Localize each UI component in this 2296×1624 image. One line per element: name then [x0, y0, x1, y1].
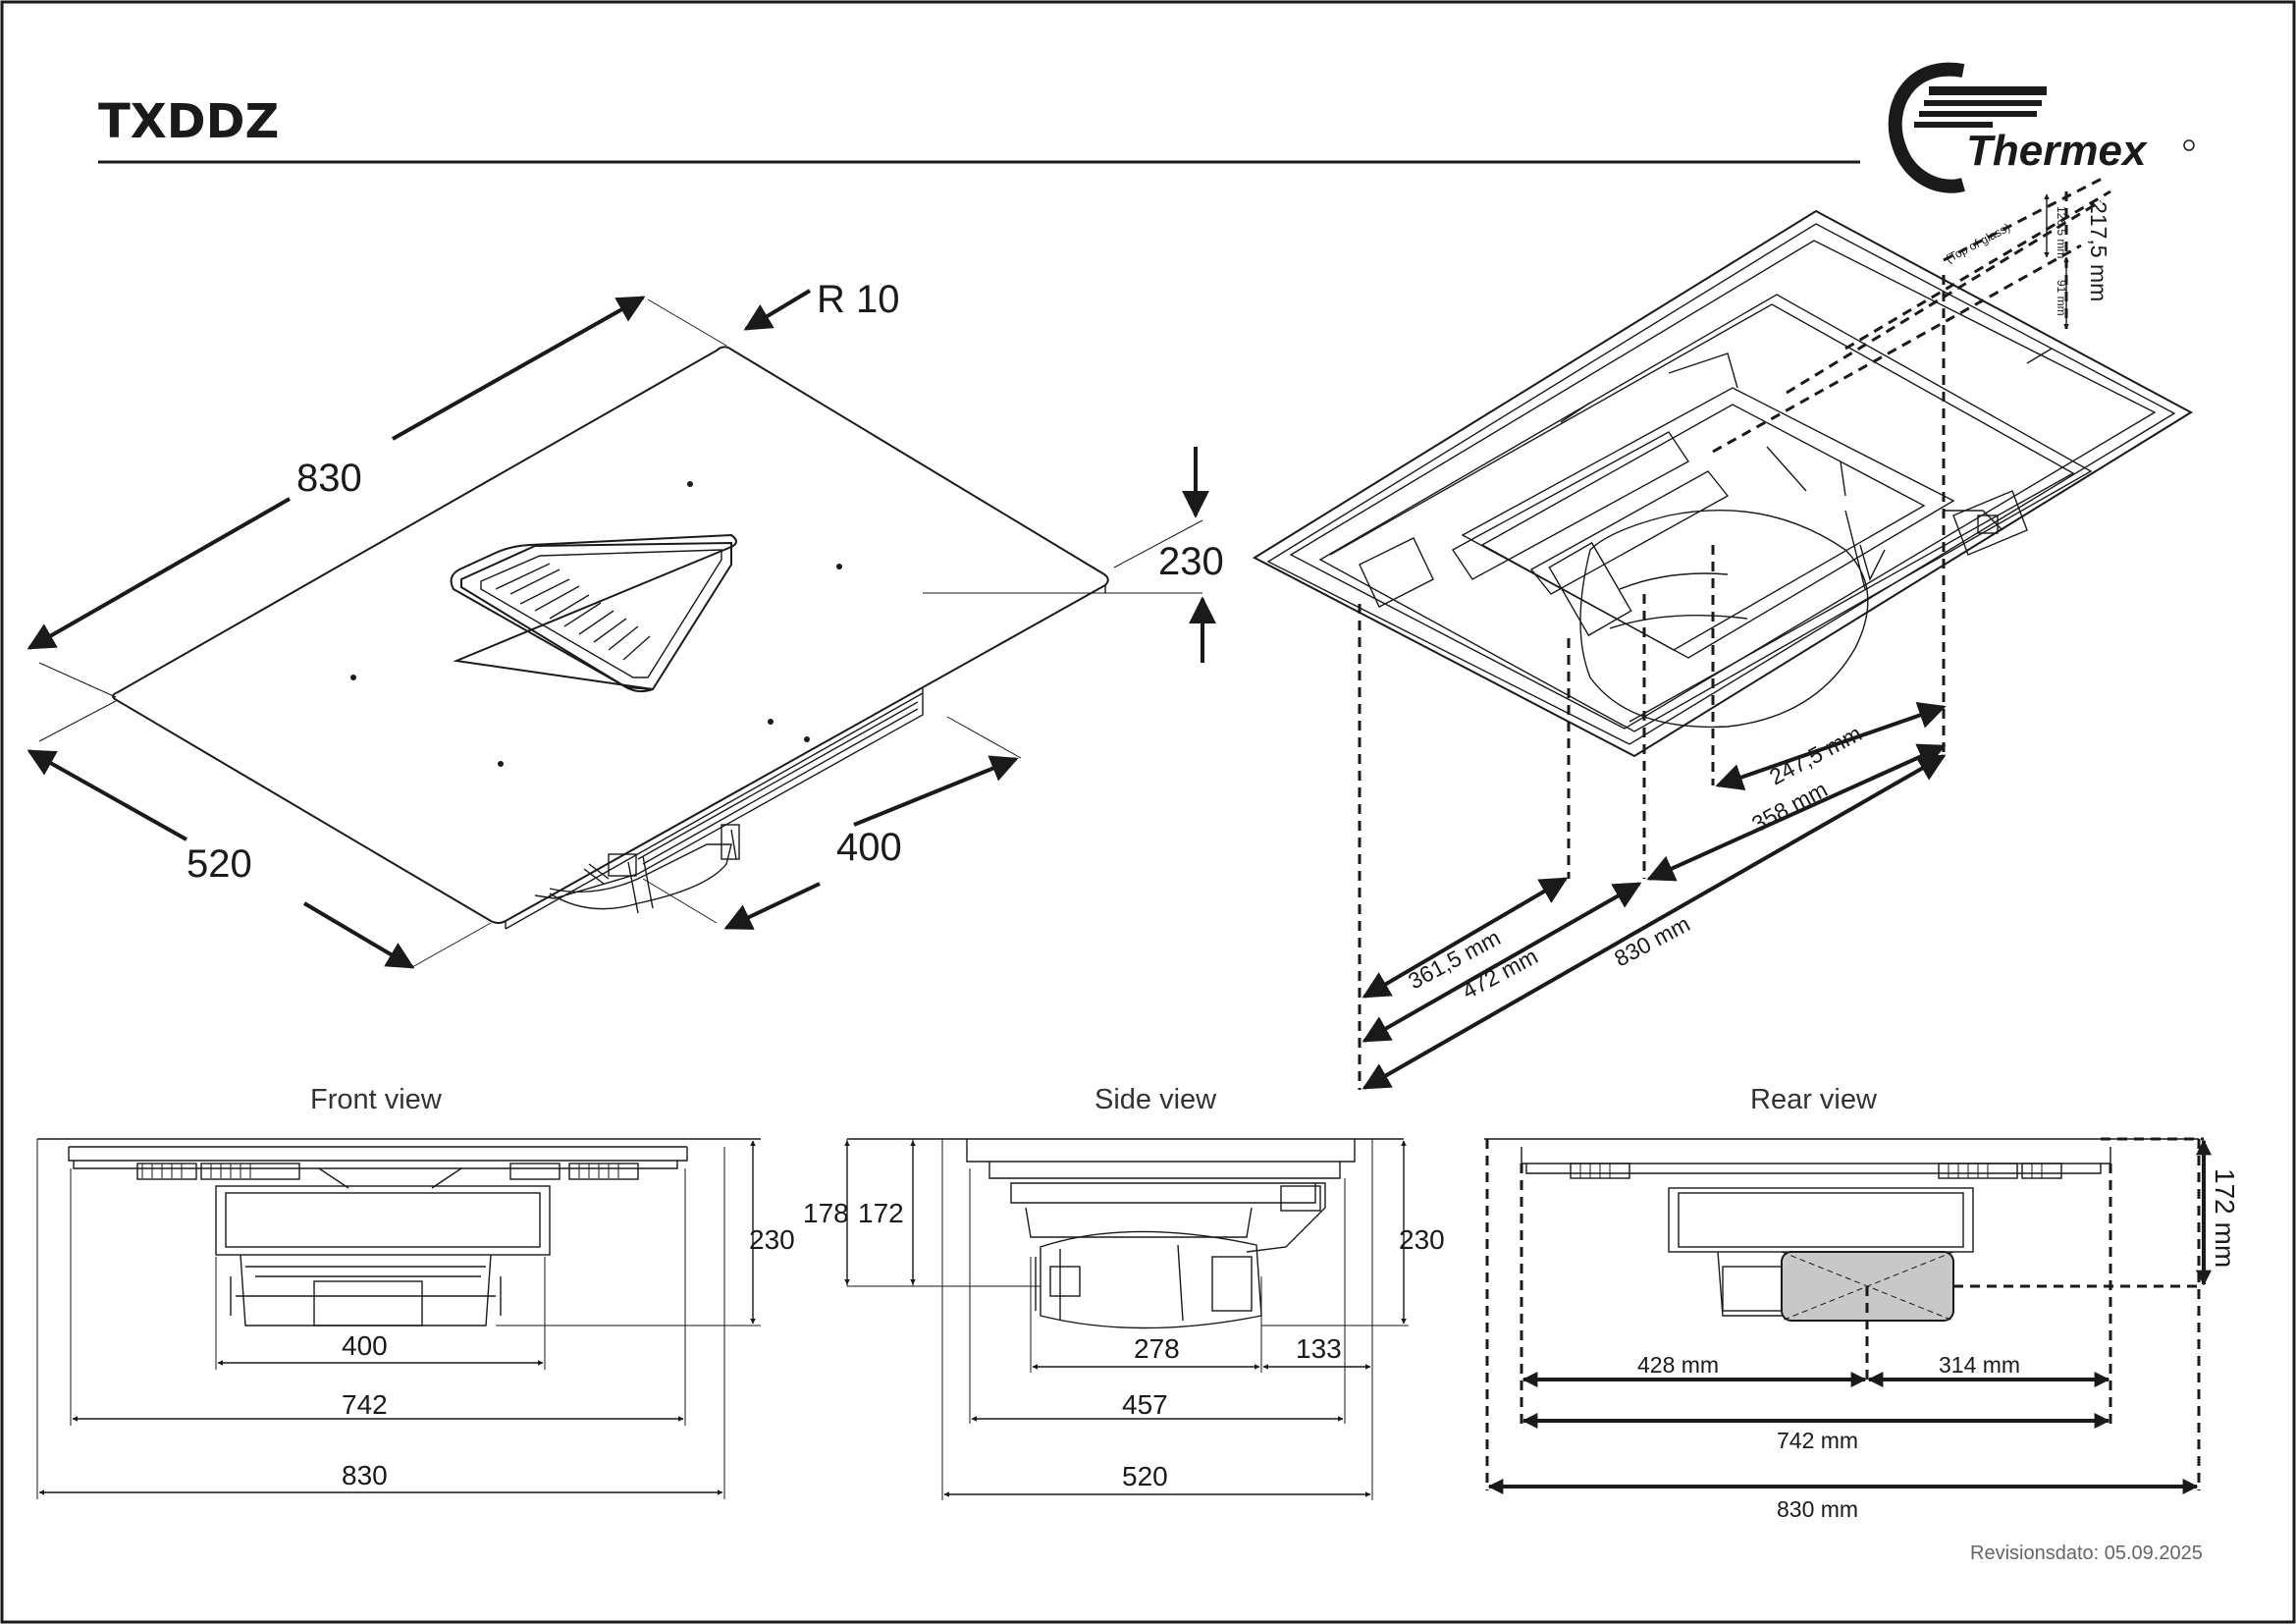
- front-dim-830: 830: [342, 1460, 388, 1490]
- product-title: TXDDZ: [98, 94, 279, 149]
- radius-label: R 10: [817, 278, 900, 321]
- side-dim-520: 520: [1122, 1461, 1168, 1491]
- rear-dim-314: 314 mm: [1939, 1352, 2020, 1378]
- brand-wordmark: Thermex: [1966, 127, 2148, 175]
- outer-frame: [1252, 209, 2194, 758]
- glass-plate: [112, 346, 1109, 924]
- side-dim-178: 178: [803, 1198, 849, 1228]
- side-dim-457: 457: [1122, 1389, 1168, 1420]
- top-of-glass-label: (Top of glass): [1944, 220, 2012, 265]
- side-view-title: Side view: [1095, 1084, 1217, 1115]
- side-view-dimensions: 178 172 230 278 133 457 520: [803, 1139, 1445, 1500]
- dim-400-label: 400: [836, 826, 902, 869]
- rear-dim-830: 830 mm: [1777, 1496, 1858, 1522]
- front-dim-742: 742: [342, 1389, 388, 1420]
- side-dim-133: 133: [1296, 1333, 1342, 1364]
- rear-dim-428: 428 mm: [1637, 1352, 1719, 1378]
- front-dim-230: 230: [749, 1224, 795, 1255]
- dim-520-label: 520: [187, 842, 252, 886]
- dim-230-label: 230: [1158, 540, 1224, 583]
- front-dim-400: 400: [342, 1330, 388, 1361]
- isometric-cooktop: [112, 346, 1109, 930]
- side-view: Side view: [847, 1084, 1404, 1329]
- rear-view-title: Rear view: [1750, 1084, 1878, 1115]
- side-dim-278: 278: [1134, 1333, 1180, 1364]
- rear-dim-172: 172 mm: [2210, 1168, 2240, 1268]
- dim-126-label: 126,5 mm: [2055, 206, 2068, 258]
- front-view-dimensions: 230 400 742 830: [36, 1138, 795, 1499]
- dim-217-label: 217,5 mm: [2086, 201, 2111, 301]
- front-view-title: Front view: [310, 1084, 443, 1115]
- revision-date: Revisionsdato: 05.09.2025: [1970, 1543, 2203, 1564]
- thermex-logo: Thermex: [1888, 62, 2195, 193]
- top-left-dimensions: 830 520 400 230 R 10: [27, 278, 1224, 969]
- dim-91-label: 91 mm: [2055, 280, 2068, 316]
- front-view: Front view: [37, 1084, 761, 1326]
- rear-view-dimensions: 172 mm 428 mm 314 mm 742 mm 830 mm: [1485, 1137, 2240, 1522]
- underside-perspective: [1252, 209, 2194, 758]
- rear-dim-742: 742 mm: [1777, 1428, 1858, 1453]
- top-right-dimensions: 247,5 mm 358 mm 361,5 mm 472 mm 830 mm 2…: [1358, 175, 2111, 1090]
- side-dim-172: 172: [858, 1198, 904, 1228]
- side-dim-230: 230: [1399, 1224, 1445, 1255]
- vent-frame: [450, 533, 737, 693]
- dim-830-label: 830: [296, 457, 362, 500]
